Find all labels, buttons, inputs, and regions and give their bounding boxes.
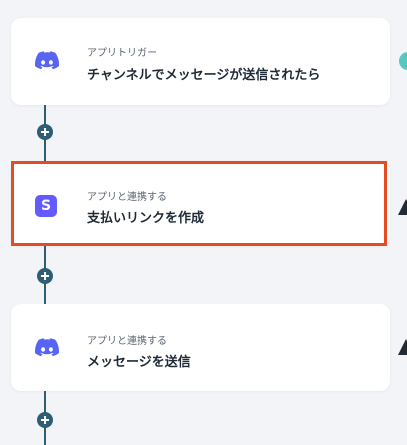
discord-icon xyxy=(35,338,60,360)
stripe-icon: S xyxy=(35,195,59,217)
step-type-label: アプリトリガー xyxy=(87,48,157,59)
status-indicator-icon xyxy=(399,52,407,70)
step-title: 支払いリンクを作成 xyxy=(87,211,205,226)
warning-icon xyxy=(398,339,407,355)
discord-icon xyxy=(35,51,60,73)
step-type-label: アプリと連携する xyxy=(87,336,167,347)
step-type-label: アプリと連携する xyxy=(87,192,167,203)
add-step-button[interactable] xyxy=(37,412,53,428)
add-step-button[interactable] xyxy=(37,124,53,140)
warning-icon xyxy=(398,199,407,215)
add-step-button[interactable] xyxy=(37,268,53,284)
flow-step-action[interactable]: S アプリと連携する 支払いリンクを作成 xyxy=(11,161,390,246)
step-title: チャンネルでメッセージが送信されたら xyxy=(87,68,321,83)
flow-step-trigger[interactable]: アプリトリガー チャンネルでメッセージが送信されたら xyxy=(11,18,390,105)
flow-step-action[interactable]: アプリと連携する メッセージを送信 xyxy=(11,304,390,391)
step-title: メッセージを送信 xyxy=(87,355,191,370)
